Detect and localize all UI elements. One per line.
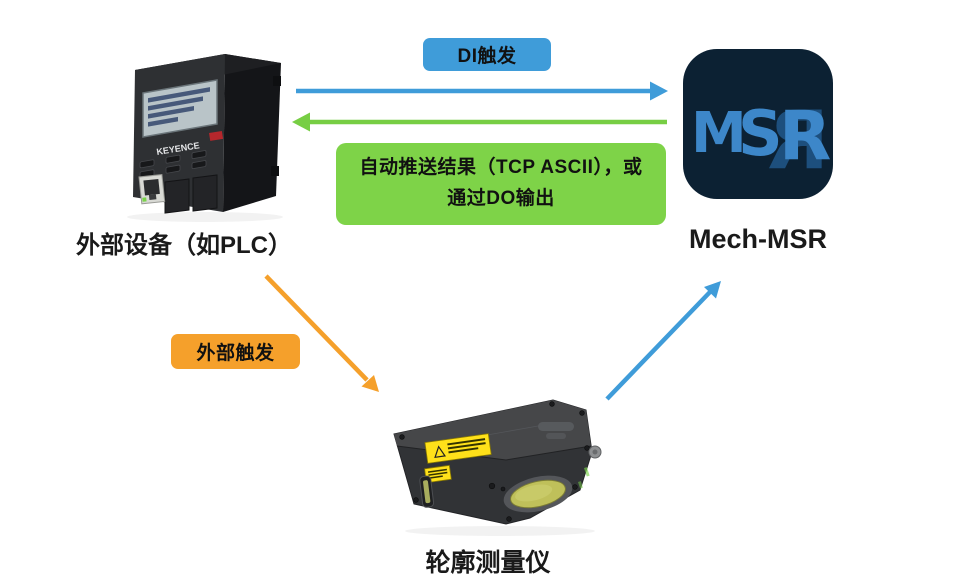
profiler-node-label: 轮廓测量仪 [425, 549, 551, 577]
mech-msr-icon: R M S R [683, 49, 833, 199]
msr-node-label: Mech-MSR [688, 224, 827, 254]
arrow-plc-to-msr [296, 81, 668, 101]
arrow-msr-to-plc [292, 112, 667, 132]
external-trigger-label: 外部触发 [196, 343, 275, 364]
result-push-badge: 自动推送结果（TCP ASCII），或 通过DO输出 [336, 143, 666, 225]
arrow-plc-to-profiler [264, 274, 379, 392]
di-trigger-label: DI触发 [457, 46, 517, 67]
profiler-device-image [393, 399, 602, 536]
di-trigger-badge: DI触发 [423, 38, 551, 71]
msr-icon-letter-r: R [779, 97, 831, 176]
msr-icon-letter-r-mirrored: R [767, 94, 829, 187]
arrow-profiler-to-msr [605, 281, 721, 401]
result-push-line2: 通过DO输出 [447, 188, 555, 209]
external-trigger-badge: 外部触发 [171, 334, 300, 369]
plc-node-label: 外部设备（如PLC） [76, 232, 292, 259]
result-push-line1: 自动推送结果（TCP ASCII），或 [359, 157, 643, 179]
msr-icon-letter-s: S [738, 97, 783, 170]
msr-icon-letter-m: M [691, 101, 747, 166]
plc-device-image: KEYENCE [127, 54, 283, 222]
